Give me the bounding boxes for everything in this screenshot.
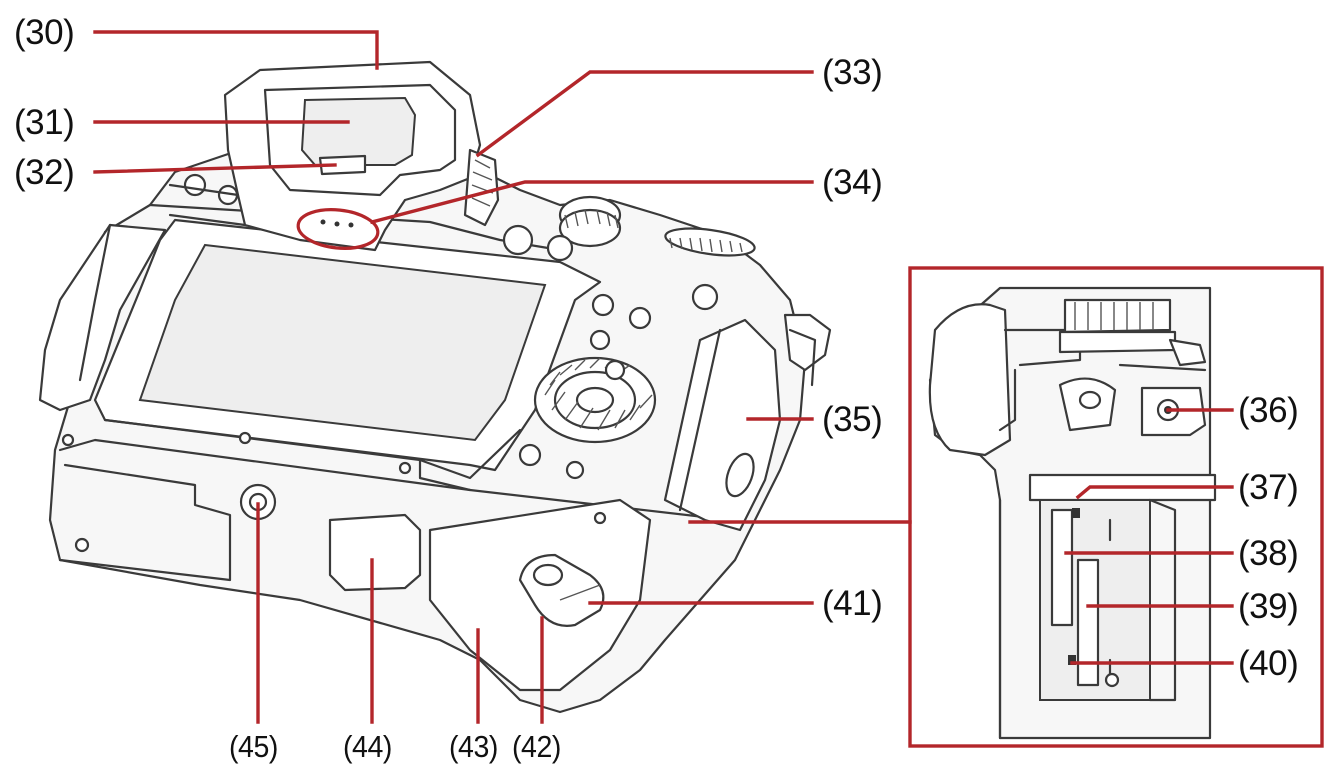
label-34: (34) [822, 165, 882, 200]
label-45: (45) [229, 731, 278, 762]
leader-30 [95, 32, 377, 68]
label-35: (35) [822, 402, 882, 437]
leader-33 [478, 72, 812, 155]
label-44: (44) [343, 731, 392, 762]
label-31: (31) [14, 105, 74, 140]
label-41: (41) [822, 586, 882, 621]
label-43: (43) [449, 731, 498, 762]
label-36: (36) [1238, 393, 1298, 428]
label-42: (42) [512, 731, 561, 762]
label-39: (39) [1238, 589, 1298, 624]
label-33: (33) [822, 55, 882, 90]
label-30: (30) [14, 15, 74, 50]
label-40: (40) [1238, 646, 1298, 681]
label-32: (32) [14, 155, 74, 190]
label-38: (38) [1238, 536, 1298, 571]
camera-body [40, 62, 830, 712]
label-37: (37) [1238, 470, 1298, 505]
